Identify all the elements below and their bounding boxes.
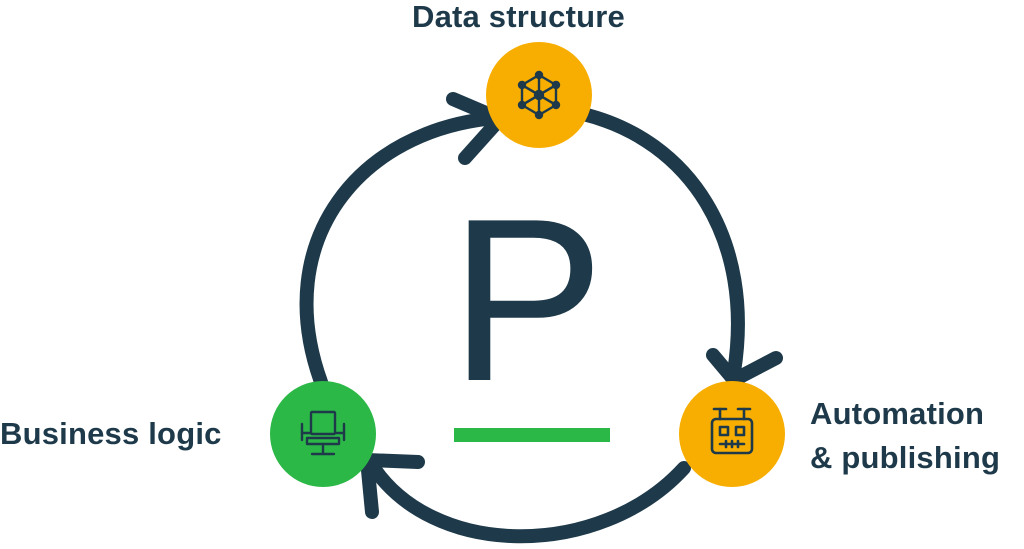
business-logic-label: Business logic	[0, 416, 222, 451]
robot-icon	[710, 407, 754, 455]
node-automation	[679, 381, 785, 487]
arrow-business-to-data	[299, 111, 502, 389]
automation-label: Automation & publishing	[810, 392, 1000, 480]
node-data-structure	[486, 42, 592, 148]
accent-bar	[454, 428, 610, 442]
network-icon	[517, 70, 561, 120]
automation-label-line1: Automation	[810, 396, 985, 431]
data-structure-label: Data structure	[412, 0, 625, 34]
center-letter: P	[450, 171, 605, 430]
automation-label-line2: & publishing	[810, 440, 1001, 475]
arrowhead-automation	[706, 348, 783, 387]
arrow-automation-to-business	[363, 455, 691, 544]
node-business-logic	[270, 381, 376, 487]
arrow-data-to-automation	[576, 107, 745, 379]
office-chair-icon	[300, 410, 346, 456]
